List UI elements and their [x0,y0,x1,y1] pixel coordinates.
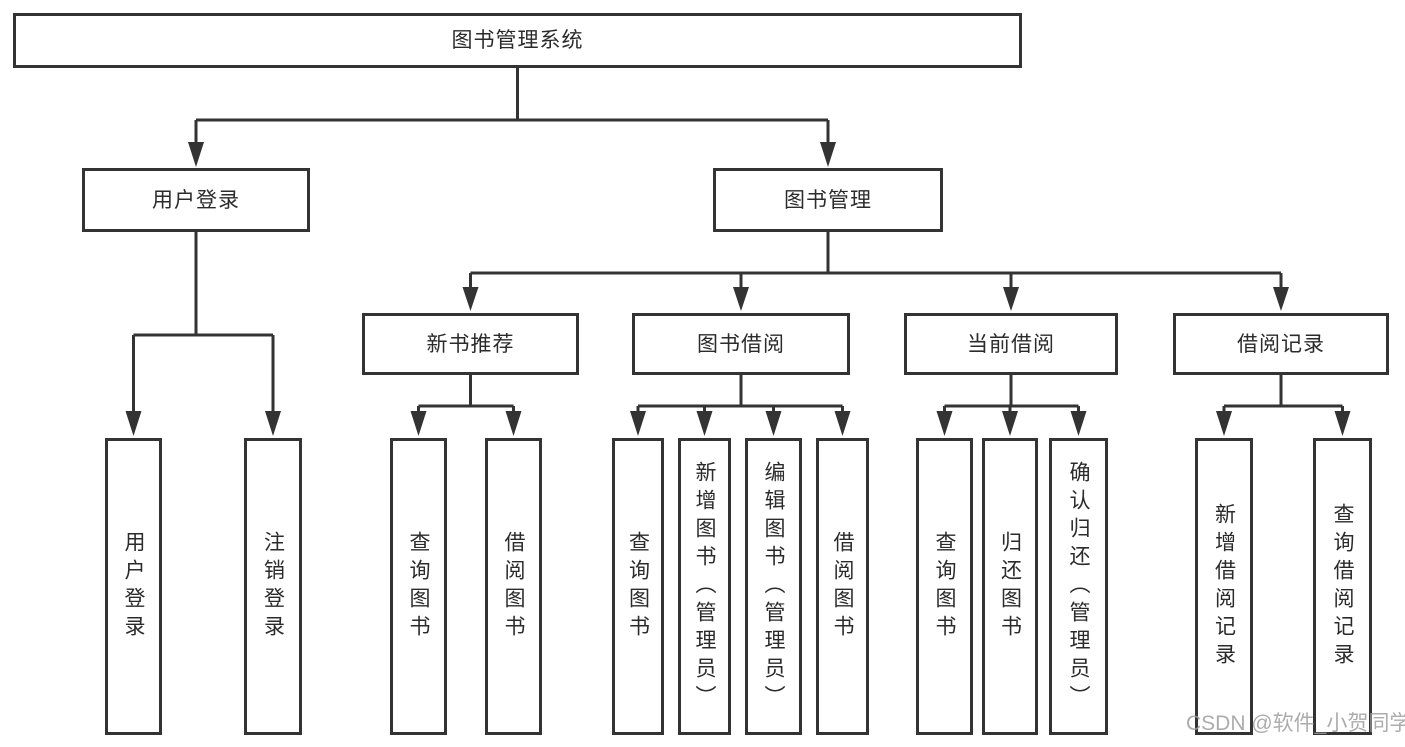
leaf-label: 新增图书（管理员） [693,460,716,713]
node-current-borrow: 当前借阅 [904,313,1118,375]
leaf-label: 用户登录 [122,530,145,643]
leaf-label: 查询图书 [626,530,650,643]
node-label: 新书推荐 [426,332,515,356]
leaf-label: 借阅图书 [831,530,854,643]
leaf-label: 注销登录 [261,530,285,643]
connector-mgmt-to-level3 [469,232,1283,288]
node-label: 图书管理系统 [451,29,584,52]
connector-root-to-level2 [194,68,830,144]
leaf-label: 确认归还（管理员） [1067,460,1090,713]
node-label: 图书管理 [784,188,872,212]
node-new-book-recommend: 新书推荐 [362,313,579,375]
leaf-label: 借阅图书 [502,530,525,643]
leaf-edit-books-admin: 编辑图书（管理员） [745,438,802,735]
leaf-query-books-current: 查询图书 [916,438,973,735]
node-library-system: 图书管理系统 [13,13,1022,68]
node-borrow-records: 借阅记录 [1173,313,1389,375]
connector-borrow-to-leaves [636,375,844,413]
node-book-management: 图书管理 [713,168,943,232]
leaf-label: 查询图书 [933,530,956,643]
node-label: 用户登录 [152,188,240,212]
leaf-borrow-books: 借阅图书 [816,438,869,735]
connector-login-to-leaves [132,232,275,413]
node-user-login: 用户登录 [82,168,310,232]
arrowheads [125,142,1351,436]
leaf-user-login: 用户登录 [105,438,162,735]
connector-recommend-to-leaves [417,375,515,413]
node-label: 借阅记录 [1237,332,1325,356]
leaf-query-borrow-record: 查询借阅记录 [1313,438,1372,735]
leaf-label: 归还图书 [998,530,1022,643]
leaf-borrow-books-recommend: 借阅图书 [485,438,542,735]
leaf-label: 查询借阅记录 [1331,502,1354,671]
connector-records-to-leaves [1222,375,1344,413]
leaf-label: 查询图书 [407,530,430,643]
node-label: 当前借阅 [967,332,1055,356]
leaf-query-books-borrow: 查询图书 [612,438,664,735]
leaf-return-books: 归还图书 [982,438,1038,735]
leaf-add-borrow-record: 新增借阅记录 [1195,438,1253,735]
connector-current-to-leaves [943,375,1080,413]
node-label: 图书借阅 [697,332,785,356]
leaf-add-books-admin: 新增图书（管理员） [678,438,731,735]
node-book-borrow: 图书借阅 [632,313,850,375]
leaf-label: 新增借阅记录 [1212,502,1236,671]
leaf-query-books-recommend: 查询图书 [390,438,447,735]
leaf-label: 编辑图书（管理员） [762,460,785,713]
leaf-logout: 注销登录 [244,438,302,735]
leaf-confirm-return-admin: 确认归还（管理员） [1049,438,1108,735]
